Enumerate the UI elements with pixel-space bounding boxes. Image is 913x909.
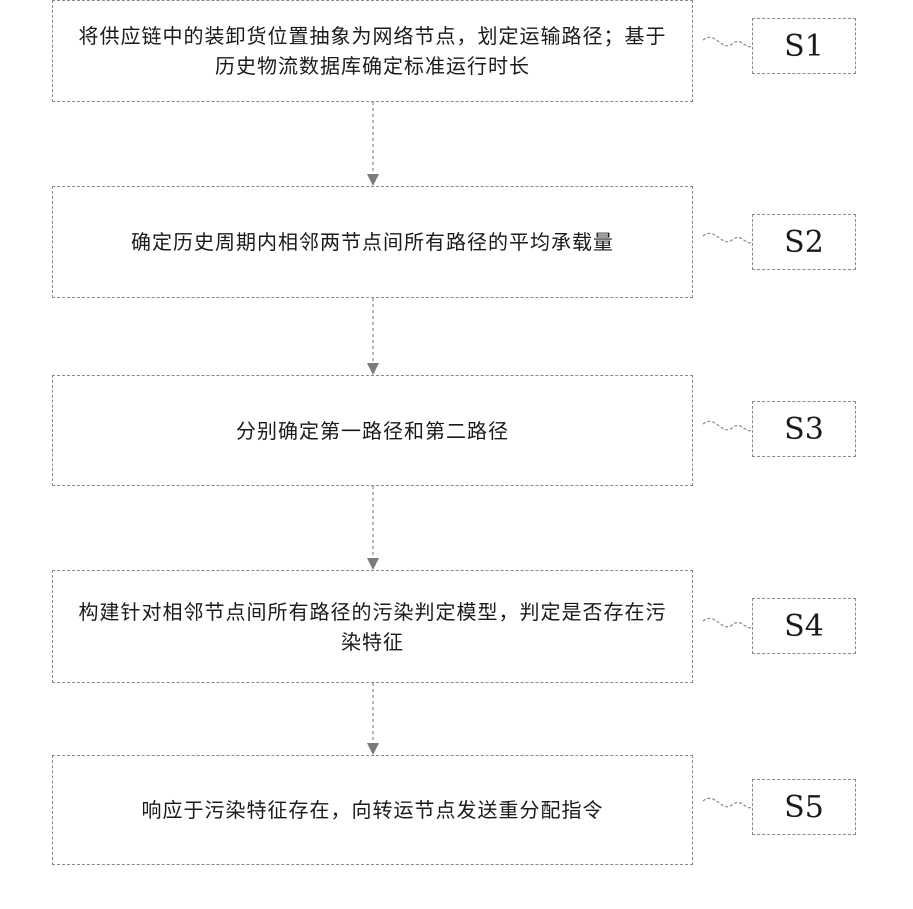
- leader-s3: [703, 421, 752, 430]
- leader-s4: [703, 618, 752, 627]
- step-box-s3: 分别确定第一路径和第二路径: [52, 375, 693, 486]
- step-box-s5: 响应于污染特征存在，向转运节点发送重分配指令: [52, 755, 693, 865]
- step-text-s4: 构建针对相邻节点间所有路径的污染判定模型，判定是否存在污染特征: [53, 597, 692, 657]
- step-label-s5: S5: [752, 779, 856, 835]
- step-box-s4: 构建针对相邻节点间所有路径的污染判定模型，判定是否存在污染特征: [52, 570, 693, 683]
- arrow-head-2: [367, 363, 379, 375]
- leader-s1: [703, 37, 752, 46]
- arrow-head-3: [367, 558, 379, 570]
- step-label-s4: S4: [752, 598, 856, 654]
- step-label-s1: S1: [752, 18, 856, 74]
- step-label-s3: S3: [752, 401, 856, 457]
- leader-s2: [703, 233, 752, 242]
- step-text-s1: 将供应链中的装卸货位置抽象为网络节点，划定运输路径；基于历史物流数据库确定标准运…: [53, 21, 692, 81]
- step-label-s2: S2: [752, 214, 856, 270]
- step-box-s1: 将供应链中的装卸货位置抽象为网络节点，划定运输路径；基于历史物流数据库确定标准运…: [52, 0, 693, 102]
- arrow-head-1: [367, 174, 379, 186]
- arrow-head-4: [367, 743, 379, 755]
- leader-s5: [703, 798, 752, 807]
- step-text-s3: 分别确定第一路径和第二路径: [216, 416, 529, 446]
- step-text-s5: 响应于污染特征存在，向转运节点发送重分配指令: [122, 795, 624, 825]
- step-box-s2: 确定历史周期内相邻两节点间所有路径的平均承载量: [52, 186, 693, 298]
- step-text-s2: 确定历史周期内相邻两节点间所有路径的平均承载量: [111, 227, 634, 257]
